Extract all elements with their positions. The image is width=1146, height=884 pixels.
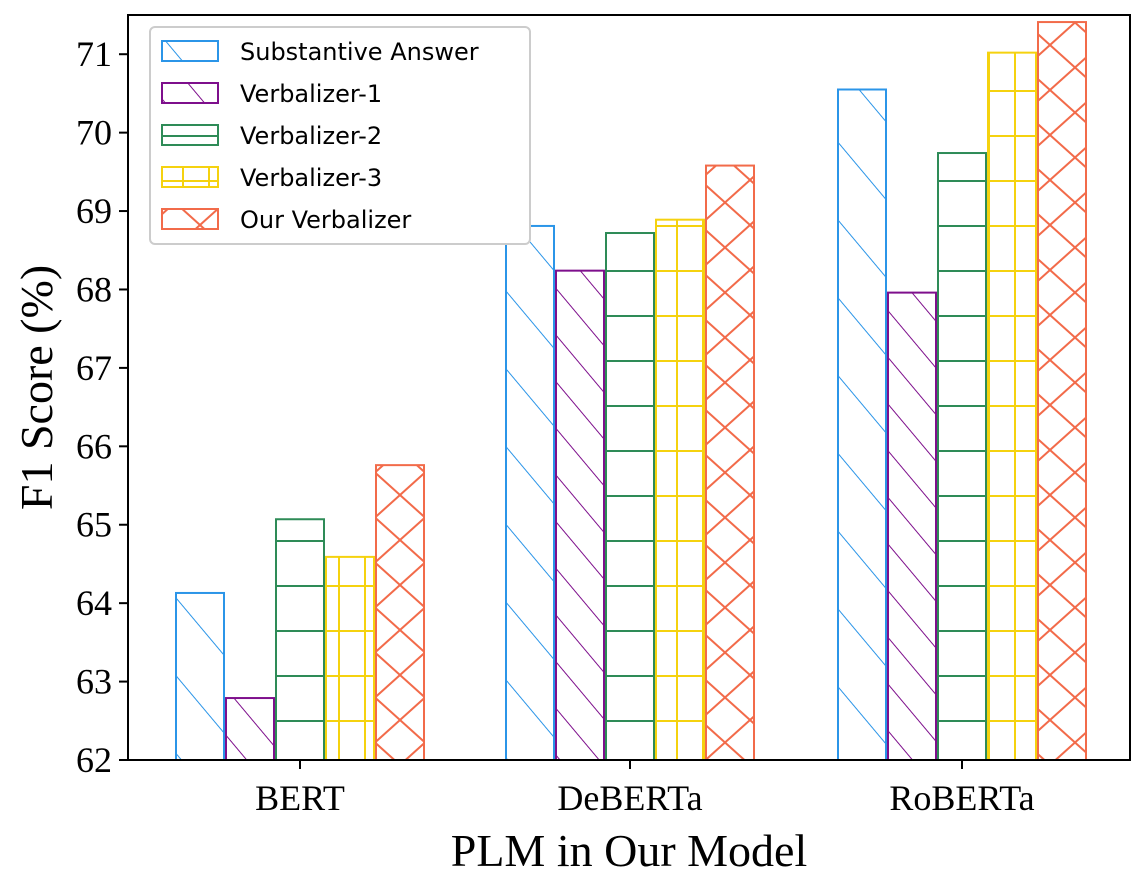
legend-box xyxy=(149,26,531,245)
y-tick-label: 63 xyxy=(76,662,112,702)
legend-swatch xyxy=(161,166,219,188)
legend-swatch xyxy=(161,124,219,146)
y-tick-label: 68 xyxy=(76,269,112,309)
bar-roberta-series-0 xyxy=(837,88,887,761)
legend-label: Our Verbalizer xyxy=(240,206,411,234)
bar-deberta-series-0 xyxy=(505,224,555,761)
y-tick-label: 67 xyxy=(76,348,112,388)
y-axis-label: F1 Score (%) xyxy=(11,265,62,510)
y-tick-label: 64 xyxy=(76,583,112,623)
x-axis-label: PLM in Our Model xyxy=(451,825,808,876)
legend-swatch xyxy=(161,208,219,230)
x-tick-label: DeBERTa xyxy=(557,778,702,818)
y-tick-label: 70 xyxy=(76,113,112,153)
legend-label: Substantive Answer xyxy=(240,38,479,66)
bars-layer xyxy=(175,21,1087,762)
bar-deberta-series-4 xyxy=(705,164,755,761)
y-tick-label: 66 xyxy=(76,426,112,466)
bar-roberta-series-1 xyxy=(887,291,937,761)
legend-label: Verbalizer-1 xyxy=(240,80,382,108)
y-tick-label: 62 xyxy=(76,740,112,780)
bar-deberta-series-2 xyxy=(605,232,655,762)
legend-label: Verbalizer-2 xyxy=(240,122,382,150)
bar-bert-series-2 xyxy=(275,518,325,761)
bar-deberta-series-3 xyxy=(655,218,705,761)
bar-bert-series-4 xyxy=(375,464,425,761)
legend-label: Verbalizer-3 xyxy=(240,164,382,192)
bar-bert-series-1 xyxy=(225,697,275,761)
y-tick-label: 65 xyxy=(76,505,112,545)
bar-roberta-series-3 xyxy=(987,51,1037,762)
y-axis: 62 63 64 65 66 67 68 69 70 71 xyxy=(76,34,128,780)
bar-deberta-series-1 xyxy=(555,269,605,761)
y-tick-label: 71 xyxy=(76,34,112,74)
legend-swatch xyxy=(161,82,219,104)
x-axis: BERT DeBERTa RoBERTa xyxy=(255,760,1035,818)
x-tick-label: BERT xyxy=(255,778,345,818)
bar-bert-series-3 xyxy=(325,555,375,761)
bar-bert-series-0 xyxy=(175,591,225,761)
x-tick-label: RoBERTa xyxy=(889,778,1034,818)
y-tick-label: 69 xyxy=(76,191,112,231)
legend: Substantive AnswerVerbalizer-1Verbalizer… xyxy=(149,26,531,245)
bar-roberta-series-2 xyxy=(937,152,987,761)
legend-swatch xyxy=(161,40,219,62)
bar-roberta-series-4 xyxy=(1037,21,1087,761)
